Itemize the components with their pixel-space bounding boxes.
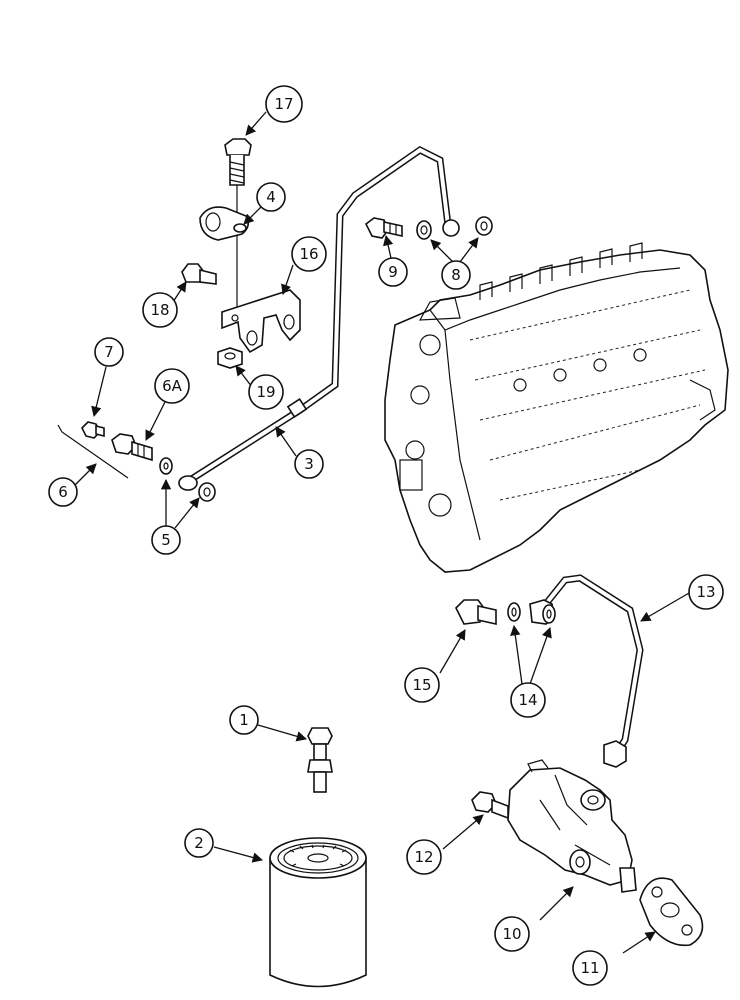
callout-12: 12 bbox=[406, 839, 442, 875]
nut-19 bbox=[217, 347, 243, 369]
callout-6A: 6A bbox=[154, 368, 190, 404]
callout-9: 9 bbox=[378, 257, 408, 287]
bolt-6A bbox=[111, 433, 153, 462]
washers-14 bbox=[507, 602, 556, 624]
clamp-4 bbox=[199, 206, 250, 241]
svg-text:6A: 6A bbox=[162, 377, 183, 395]
banjo-bolt-9 bbox=[364, 217, 403, 239]
callout-5: 5 bbox=[151, 525, 181, 555]
svg-text:12: 12 bbox=[414, 848, 433, 866]
washers-8 bbox=[416, 216, 493, 240]
bolt-17 bbox=[224, 138, 252, 320]
callout-8: 8 bbox=[441, 260, 471, 290]
svg-text:8: 8 bbox=[451, 266, 461, 284]
callout-7: 7 bbox=[94, 337, 124, 367]
callout-16: 16 bbox=[291, 236, 327, 272]
bolt-12 bbox=[471, 791, 509, 820]
injection-pump bbox=[384, 242, 729, 573]
fuel-filter-2 bbox=[269, 837, 367, 988]
fuel-line-13 bbox=[529, 574, 644, 768]
callout-6: 6 bbox=[48, 477, 78, 507]
callout-15: 15 bbox=[404, 667, 440, 703]
svg-text:4: 4 bbox=[266, 188, 276, 206]
leader-lines bbox=[73, 111, 690, 954]
svg-text:7: 7 bbox=[104, 343, 114, 361]
svg-text:15: 15 bbox=[412, 676, 431, 694]
callout-14: 14 bbox=[510, 682, 546, 718]
washers-5 bbox=[159, 457, 216, 502]
svg-text:1: 1 bbox=[239, 711, 249, 729]
bolt-18 bbox=[181, 263, 217, 285]
svg-text:16: 16 bbox=[299, 245, 318, 263]
callout-1: 1 bbox=[229, 705, 259, 735]
bolt-15 bbox=[455, 599, 497, 625]
svg-text:5: 5 bbox=[161, 531, 171, 549]
gasket-11 bbox=[639, 877, 704, 947]
callout-18: 18 bbox=[142, 292, 178, 328]
callout-10: 10 bbox=[494, 916, 530, 952]
callout-4: 4 bbox=[256, 182, 286, 212]
callout-17: 17 bbox=[265, 85, 303, 123]
callout-13: 13 bbox=[688, 574, 724, 610]
lift-pump-10 bbox=[507, 759, 637, 893]
callout-19: 19 bbox=[248, 374, 284, 410]
fitting-7 bbox=[81, 421, 105, 439]
svg-text:10: 10 bbox=[502, 925, 521, 943]
svg-text:3: 3 bbox=[304, 455, 314, 473]
svg-text:19: 19 bbox=[256, 383, 275, 401]
fuel-line-3 bbox=[178, 145, 460, 491]
svg-text:17: 17 bbox=[274, 95, 293, 113]
adapter-1 bbox=[307, 727, 333, 793]
callout-2: 2 bbox=[184, 828, 214, 858]
callout-11: 11 bbox=[572, 950, 608, 986]
bracket-16 bbox=[221, 289, 301, 354]
bracket-line-6 bbox=[57, 424, 129, 479]
svg-text:11: 11 bbox=[580, 959, 599, 977]
callout-3: 3 bbox=[294, 449, 324, 479]
svg-text:18: 18 bbox=[150, 301, 169, 319]
svg-text:14: 14 bbox=[518, 691, 537, 709]
svg-text:9: 9 bbox=[388, 263, 398, 281]
svg-text:6: 6 bbox=[58, 483, 68, 501]
svg-text:13: 13 bbox=[696, 583, 715, 601]
svg-text:2: 2 bbox=[194, 834, 204, 852]
